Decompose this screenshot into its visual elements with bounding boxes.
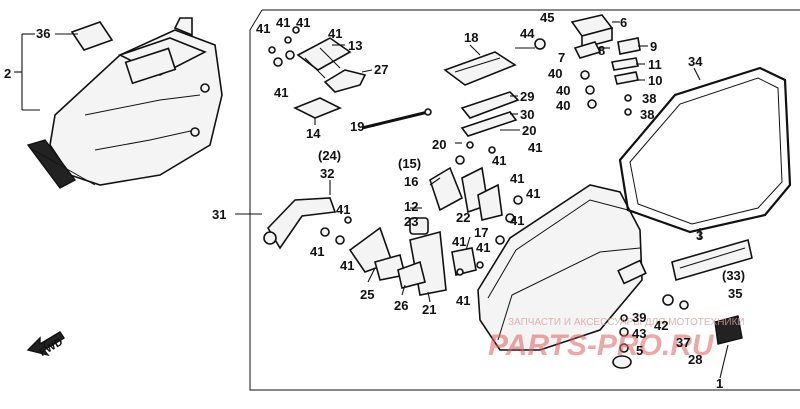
support-bracket-31 bbox=[263, 197, 337, 250]
label-41-9: 41 bbox=[510, 171, 524, 186]
label-13: 13 bbox=[348, 38, 362, 53]
label-41-10: 41 bbox=[526, 186, 540, 201]
label-41-12: 41 bbox=[452, 234, 466, 249]
label-20a: 20 bbox=[432, 137, 446, 152]
label-9: 9 bbox=[650, 39, 657, 54]
hinge-22 bbox=[461, 166, 503, 221]
label-8: 8 bbox=[598, 43, 605, 58]
reflector-28 bbox=[714, 315, 743, 345]
label-31: 31 bbox=[212, 207, 226, 222]
label-41-11: 41 bbox=[510, 213, 524, 228]
leader-lines bbox=[43, 21, 729, 379]
label-44: 44 bbox=[520, 26, 535, 41]
label-11: 11 bbox=[648, 57, 662, 72]
label-34: 34 bbox=[688, 54, 703, 69]
emblem-33 bbox=[671, 238, 753, 282]
label-41-7: 41 bbox=[528, 140, 542, 155]
label-32: 32 bbox=[320, 166, 334, 181]
label-14: 14 bbox=[306, 126, 321, 141]
lock-6-8-9 bbox=[570, 14, 641, 85]
label-33: (33) bbox=[722, 268, 745, 283]
label-25: 25 bbox=[360, 287, 374, 302]
label-10: 10 bbox=[648, 73, 662, 88]
label-7: 7 bbox=[558, 50, 565, 65]
label-22: 22 bbox=[456, 210, 470, 225]
small-fasteners-top bbox=[268, 26, 632, 165]
label-37: 37 bbox=[676, 335, 690, 350]
part-labels: 1 2 3 5 6 7 8 9 10 11 12 13 14 (15) 16 1… bbox=[4, 10, 745, 391]
label-38b: 38 bbox=[640, 107, 654, 122]
label-43: 43 bbox=[632, 326, 646, 341]
label-41-15: 41 bbox=[340, 258, 354, 273]
label-29: 29 bbox=[520, 89, 534, 104]
label-40a: 40 bbox=[548, 66, 562, 81]
label-27: 27 bbox=[374, 62, 388, 77]
label-17: 17 bbox=[474, 225, 488, 240]
plate-26 bbox=[397, 260, 426, 289]
rod-14 bbox=[293, 97, 342, 119]
label-41-2: 41 bbox=[276, 15, 290, 30]
hinge-16 bbox=[429, 166, 464, 212]
label-20b: 20 bbox=[522, 123, 536, 138]
small-fasteners-mid bbox=[320, 195, 523, 276]
label-41-14: 41 bbox=[310, 244, 324, 259]
frame-outline-left bbox=[249, 9, 800, 391]
latch-29-30 bbox=[460, 91, 520, 137]
bracket-17 bbox=[451, 247, 477, 276]
link-27 bbox=[323, 69, 367, 93]
label-40b: 40 bbox=[556, 83, 570, 98]
label-41-6: 41 bbox=[492, 153, 506, 168]
label-38a: 38 bbox=[642, 91, 656, 106]
label-23: 23 bbox=[404, 214, 418, 229]
label-3: 3 bbox=[696, 228, 703, 243]
label-42: 42 bbox=[654, 318, 668, 333]
watermark-text-site: PARTS-PRO.RU bbox=[488, 329, 715, 362]
label-41-16: 41 bbox=[456, 293, 470, 308]
label-19: 19 bbox=[350, 119, 364, 134]
label-12: 12 bbox=[404, 199, 418, 214]
label-40c: 40 bbox=[556, 98, 570, 113]
case-body bbox=[477, 184, 647, 351]
rod-19 bbox=[361, 108, 432, 130]
label-5: 5 bbox=[636, 343, 643, 358]
label-1: 1 bbox=[716, 376, 723, 391]
label-15: (15) bbox=[398, 156, 421, 171]
label-45: 45 bbox=[540, 10, 554, 25]
label-41-8: 41 bbox=[336, 202, 350, 217]
watermark-text-ru: ЗАПЧАСТИ И АКСЕССУАРЫ ДЛЯ МОТОТЕХНИКИ bbox=[508, 317, 745, 328]
label-41-13: 41 bbox=[476, 240, 490, 255]
plate-25 bbox=[348, 226, 406, 281]
hinge-bracket-13 bbox=[296, 37, 352, 79]
label-2: 2 bbox=[4, 66, 11, 81]
fwd-arrow bbox=[26, 331, 65, 357]
pad-1-5 bbox=[612, 294, 689, 369]
saddlebag-assembly bbox=[26, 17, 223, 189]
label-24: (24) bbox=[318, 148, 341, 163]
label-36: 36 bbox=[36, 26, 50, 41]
label-41-5: 41 bbox=[274, 85, 288, 100]
label-fwd: FWD bbox=[37, 336, 65, 359]
label-35: 35 bbox=[728, 286, 742, 301]
label-41-1: 41 bbox=[256, 21, 270, 36]
label-30: 30 bbox=[520, 107, 534, 122]
label-41-4: 41 bbox=[328, 26, 342, 41]
label-6: 6 bbox=[620, 15, 627, 30]
label-16: 16 bbox=[404, 174, 418, 189]
label-39: 39 bbox=[632, 310, 646, 325]
label-41-3: 41 bbox=[296, 15, 310, 30]
plate-18 bbox=[443, 51, 517, 86]
label-21: 21 bbox=[422, 302, 436, 317]
label-28: 28 bbox=[688, 352, 702, 367]
reflector-36 bbox=[70, 21, 114, 51]
label-18: 18 bbox=[464, 30, 478, 45]
seal-34-3 bbox=[618, 66, 792, 234]
label-26: 26 bbox=[394, 298, 408, 313]
bushing-23 bbox=[409, 217, 429, 235]
